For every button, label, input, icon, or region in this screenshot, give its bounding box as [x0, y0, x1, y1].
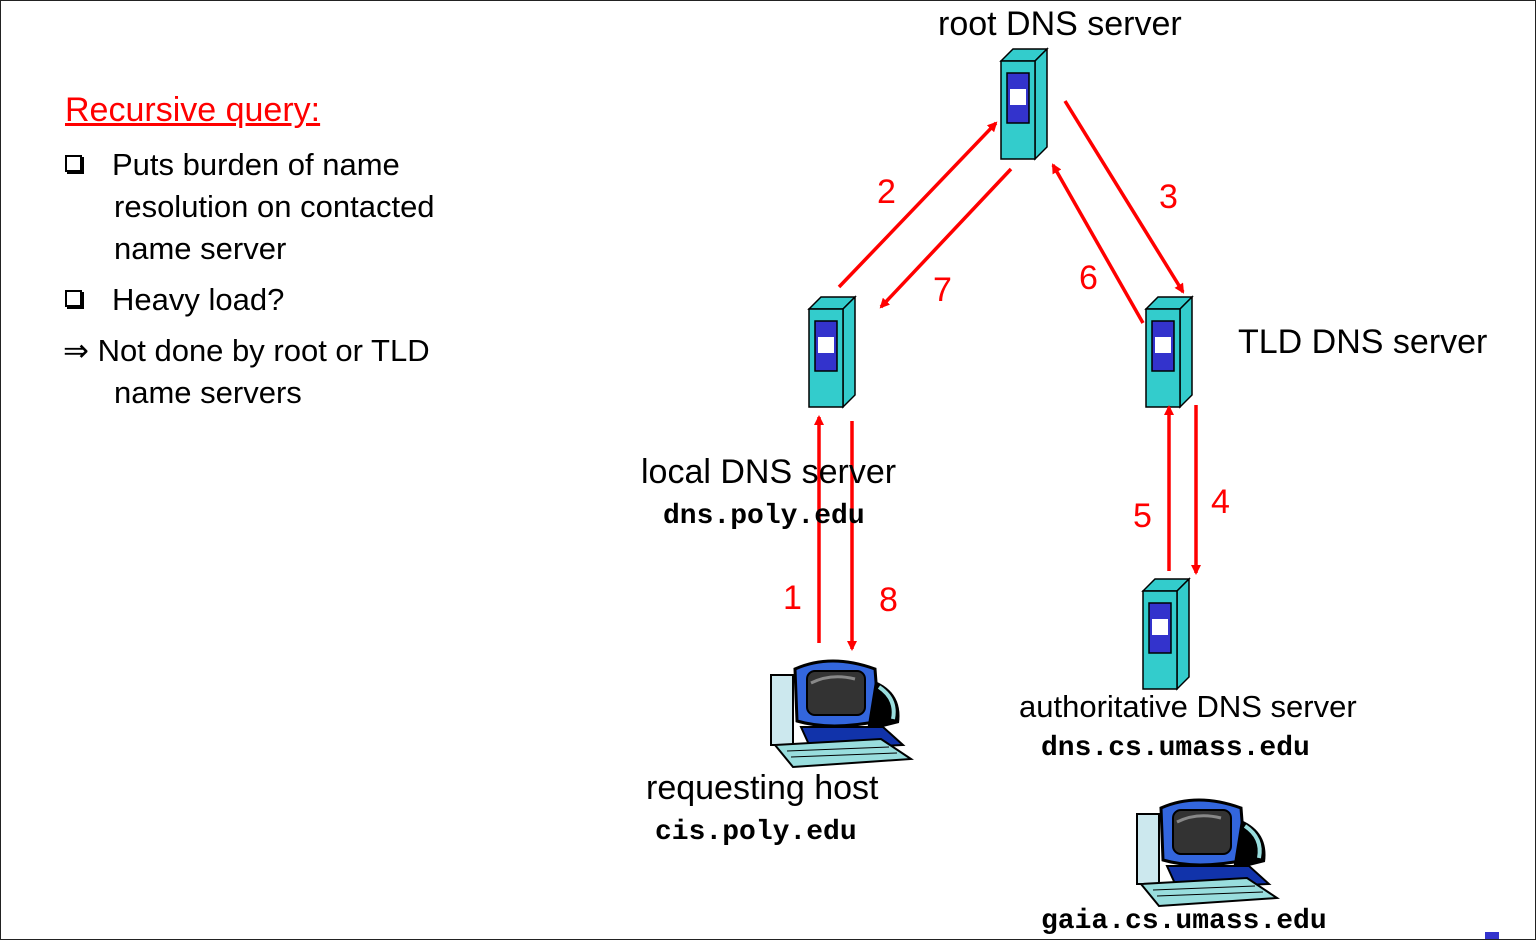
step-label-2: 2 — [877, 173, 896, 211]
authoritative-server-icon — [1142, 578, 1190, 690]
tld-server-label: TLD DNS server — [1238, 323, 1488, 361]
bullet-item: ⇒ Not done by root or TLD — [63, 333, 430, 368]
step-label-8: 8 — [879, 581, 898, 619]
checkbox-bullet-icon — [65, 290, 82, 308]
bullet-item: Puts burden of name — [65, 144, 400, 186]
step-label-7: 7 — [933, 271, 952, 309]
requesting-host-computer-icon — [769, 659, 913, 769]
bullet-line: name server — [114, 231, 287, 266]
step-label-3: 3 — [1159, 178, 1178, 216]
bullet-line: name servers — [114, 375, 302, 410]
step-label-5: 5 — [1133, 497, 1152, 535]
authoritative-server-host: dns.cs.umass.edu — [1041, 733, 1310, 764]
arrow-step-6 — [1051, 163, 1145, 324]
arrow-step-3 — [1063, 100, 1185, 294]
target-host-name: gaia.cs.umass.edu — [1041, 906, 1327, 937]
bullet-line: resolution on contacted — [114, 189, 435, 224]
arrow-step-7 — [879, 167, 1013, 309]
bullet-item: Heavy load? — [65, 279, 284, 321]
root-server-icon — [1000, 48, 1048, 160]
implies-arrow-icon: ⇒ — [63, 333, 89, 368]
step-label-1: 1 — [783, 579, 802, 617]
local-server-label: local DNS server — [641, 453, 897, 491]
step-label-6: 6 — [1079, 259, 1098, 297]
authoritative-server-label: authoritative DNS server — [1019, 689, 1357, 724]
root-server-label: root DNS server — [938, 5, 1182, 43]
section-title: Recursive query: — [65, 91, 321, 129]
requesting-host-label: requesting host — [646, 769, 879, 807]
local-server-icon — [808, 296, 856, 408]
requesting-host-name: cis.poly.edu — [655, 817, 857, 848]
local-server-host: dns.poly.edu — [663, 501, 865, 532]
tld-server-icon — [1145, 296, 1193, 408]
step-label-4: 4 — [1211, 483, 1230, 521]
checkbox-bullet-icon — [65, 155, 82, 173]
slide-marker — [1485, 932, 1499, 939]
arrow-step-2 — [837, 121, 998, 289]
target-host-computer-icon — [1135, 798, 1279, 908]
